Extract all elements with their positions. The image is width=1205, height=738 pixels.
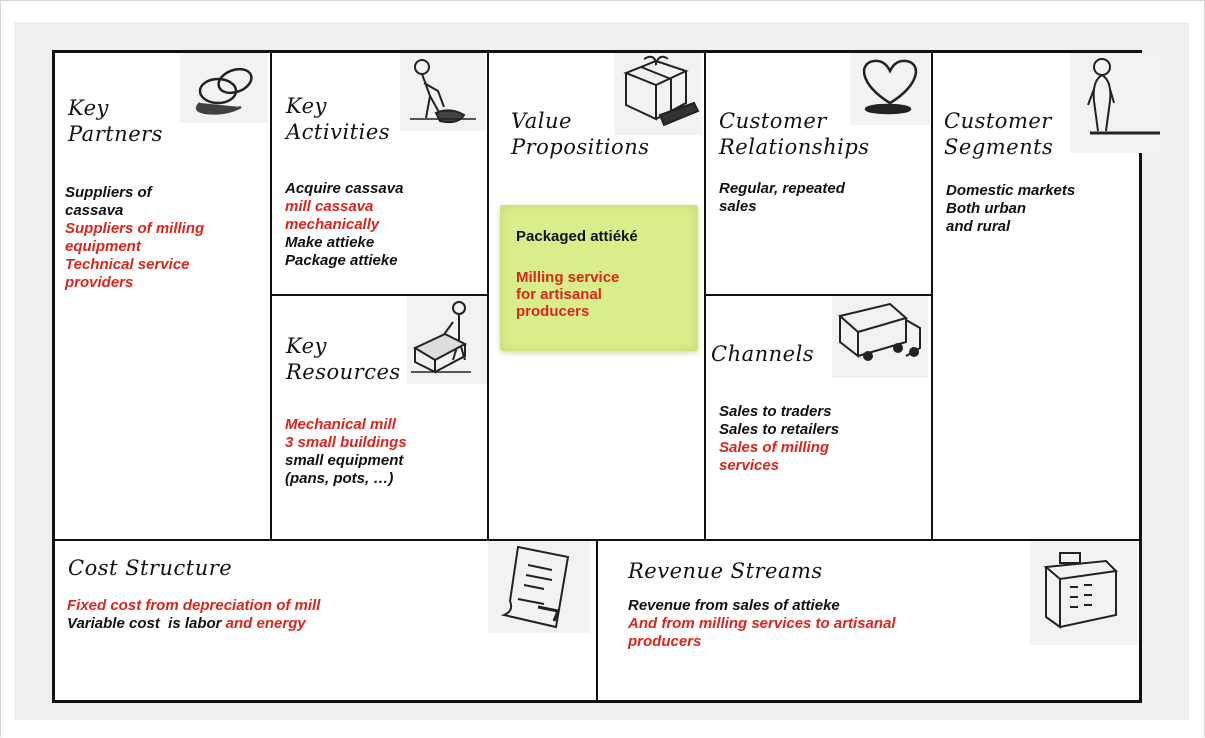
- text-line: Mechanical mill: [285, 416, 396, 433]
- forklift-icon: [407, 296, 487, 384]
- text-line: and rural: [946, 218, 1011, 235]
- text-line: Regular, repeated: [719, 180, 845, 197]
- text-line: Sales to retailers: [719, 421, 840, 438]
- person-icon: [1070, 53, 1160, 153]
- note-line: producers: [516, 303, 590, 320]
- channels-text: Sales to traders Sales to retailers Sale…: [719, 403, 839, 475]
- text-line: Sales to traders: [719, 403, 832, 420]
- divider: [704, 294, 932, 296]
- revenue-streams-text: Revenue from sales of attieke And from m…: [628, 597, 896, 651]
- text-line: Revenue from sales of attieke: [628, 597, 840, 614]
- heart-icon: [850, 53, 930, 125]
- key-activities-text: Acquire cassava mill cassava mechanicall…: [285, 180, 403, 270]
- text-line: mill cassava: [285, 198, 374, 215]
- text-line: small equipment: [285, 452, 404, 469]
- note-line: Milling service: [516, 269, 620, 286]
- divider: [596, 540, 598, 702]
- text-line: And from milling services to artisanal: [628, 615, 896, 632]
- text-line: providers: [65, 274, 134, 291]
- customer-relationships-text: Regular, repeated sales: [719, 180, 845, 216]
- value-proposition-sticky-note: Packaged attiéké Milling service for art…: [500, 205, 698, 351]
- divider: [931, 52, 933, 540]
- text-line: Make attieke: [285, 234, 375, 251]
- divider: [704, 52, 706, 540]
- text-line: services: [719, 457, 780, 474]
- cost-structure-text: Fixed cost from depreciation of mill Var…: [67, 597, 320, 633]
- channels-title: Channels: [711, 342, 815, 366]
- key-partners-text: Suppliers of cassava Suppliers of millin…: [65, 184, 204, 292]
- key-resources-text: Mechanical mill 3 small buildings small …: [285, 416, 407, 488]
- receipt-icon: [488, 541, 590, 633]
- cost-structure-title: Cost Structure: [68, 556, 233, 580]
- revenue-streams-title: Revenue Streams: [628, 559, 823, 583]
- text-line: producers: [628, 633, 702, 650]
- text-line: Both urban: [946, 200, 1026, 217]
- text-line: sales: [719, 198, 757, 215]
- text-line: Variable cost is labor and energy: [67, 615, 306, 632]
- text-line: Domestic markets: [946, 182, 1076, 199]
- text-line: Fixed cost from depreciation of mill: [67, 597, 321, 614]
- divider: [270, 294, 488, 296]
- text-line: cassava: [65, 202, 124, 219]
- note-line: Packaged attiéké: [516, 228, 638, 245]
- rings-icon: [180, 53, 268, 123]
- text-line: Suppliers of: [65, 184, 152, 201]
- truck-icon: [832, 296, 928, 378]
- worker-icon: [400, 53, 486, 131]
- gift-icon: [614, 53, 702, 135]
- text-line: Sales of milling: [719, 439, 830, 456]
- note-line: for artisanal: [516, 286, 602, 303]
- text-line: equipment: [65, 238, 141, 255]
- text-line: 3 small buildings: [285, 434, 407, 451]
- divider: [270, 52, 272, 540]
- divider: [487, 52, 489, 540]
- text-line: (pans, pots, …): [285, 470, 394, 487]
- customer-segments-text: Domestic markets Both urban and rural: [946, 182, 1075, 236]
- text-line: Acquire cassava: [285, 180, 404, 197]
- text-line: mechanically: [285, 216, 380, 233]
- text-line: Suppliers of milling: [65, 220, 205, 237]
- cash-register-icon: [1030, 541, 1138, 645]
- text-line: Package attieke: [285, 252, 398, 269]
- text-line: Technical service: [65, 256, 190, 273]
